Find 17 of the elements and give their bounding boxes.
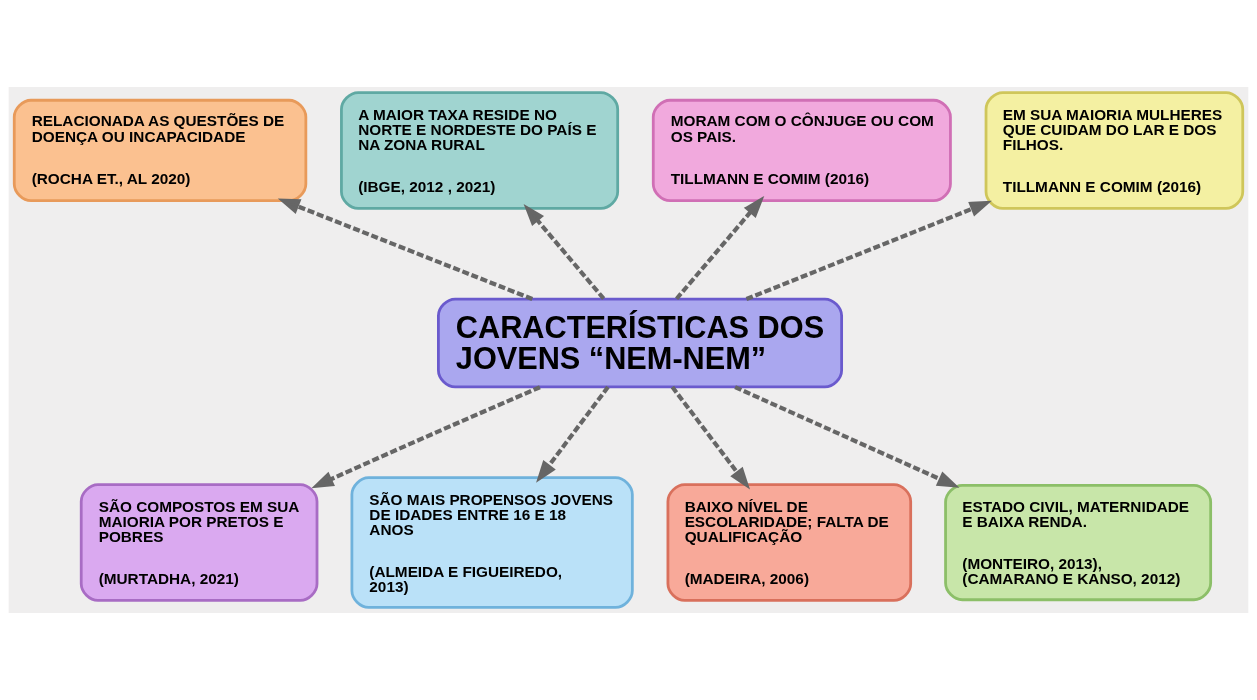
- node-box: ESTADO CIVIL, MATERNIDADE E BAIXA RENDA. (MONTEIRO, 2013), (CAMARANO E KANSO, 2012): [944, 483, 1213, 602]
- node-box: BAIXO NÍVEL DE ESCOLARIDADE; FALTA DE QUALIFICAÇÃO (MADEIRA, 2006): [666, 483, 913, 602]
- arrow: [734, 385, 960, 488]
- arrow: [536, 385, 610, 483]
- node-box: EM SUA MAIORIA MULHERES QUE CUIDAM DO LAR E DOS FILHOS. TILLMANN E COMIM (2016): [984, 91, 1245, 210]
- arrow: [670, 385, 751, 490]
- arrow: [523, 203, 606, 300]
- arrow: [745, 200, 992, 301]
- node-box: RELACIONADA AS QUESTÕES DE DOENÇA OU INCAPACIDADE (ROCHA ET., AL 2020): [12, 98, 308, 203]
- node-box: SÃO MAIS PROPENSOS JOVENS DE IDADES ENTRE 16 E 18 ANOS (ALMEIDA E FIGUEIREDO, 2013): [350, 476, 634, 609]
- arrow: [311, 385, 541, 489]
- arrow: [277, 198, 534, 301]
- node-box: MORAM COM O CÔNJUGE OU COM OS PAIS. TILLMANN E COMIM (2016): [651, 98, 952, 203]
- node-box: SÃO COMPOSTOS EM SUA MAIORIA POR PRETOS E POBRES (MURTADHA, 2021): [79, 483, 319, 602]
- node-box: A MAIOR TAXA RESIDE NO NORTE E NORDESTE DO PAÍS E NA ZONA RURAL (IBGE, 2012 , 2021): [340, 91, 620, 210]
- node-box: CARACTERÍSTICAS DOS JOVENS “NEM-NEM”: [437, 297, 843, 389]
- arrow: [675, 195, 765, 301]
